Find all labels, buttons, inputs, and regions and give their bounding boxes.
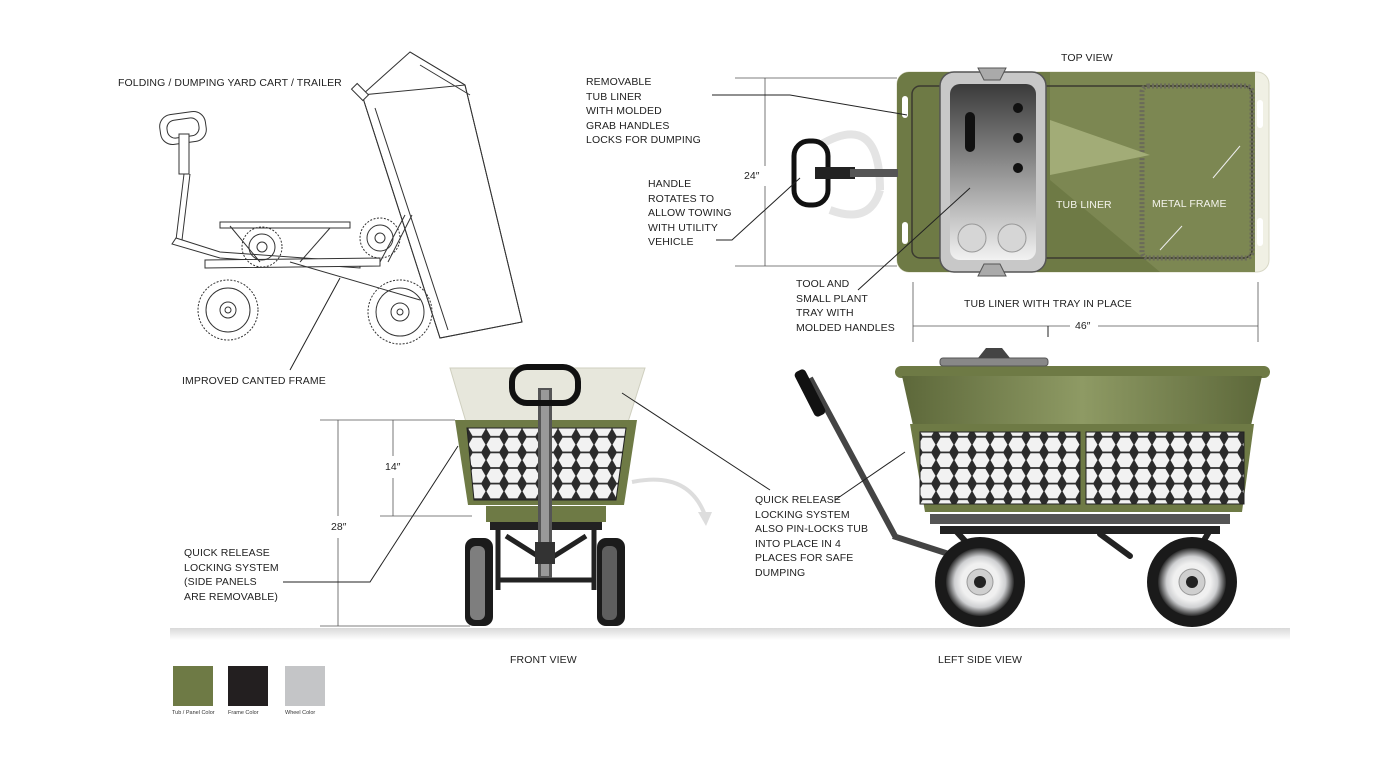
metal-frame-label: METAL FRAME bbox=[1152, 198, 1227, 210]
side-view bbox=[794, 326, 1270, 627]
top-view-title: TOP VIEW bbox=[1061, 52, 1113, 64]
frame-color-label: Frame Color bbox=[228, 710, 259, 716]
tub-color-swatch bbox=[173, 666, 213, 706]
front-view-title: FRONT VIEW bbox=[510, 654, 577, 666]
tub-color-label: Tub / Panel Color bbox=[172, 710, 215, 716]
wheel-color-label: Wheel Color bbox=[285, 710, 316, 716]
improved-frame-label: IMPROVED CANTED FRAME bbox=[182, 375, 326, 387]
top-view bbox=[712, 67, 1270, 342]
diagram-title: FOLDING / DUMPING YARD CART / TRAILER bbox=[118, 77, 342, 89]
liner-with-tray-label: TUB LINER WITH TRAY IN PLACE bbox=[964, 298, 1132, 310]
frame-color-swatch bbox=[228, 666, 268, 706]
quick-release-front-label: QUICK RELEASE LOCKING SYSTEM (SIDE PANEL… bbox=[184, 547, 279, 603]
ground-shadow bbox=[170, 628, 1290, 640]
improved-frame-leader bbox=[289, 277, 341, 371]
handle-rotates-label: HANDLE ROTATES TO ALLOW TOWING WITH UTIL… bbox=[648, 178, 732, 248]
length-dimension: 46″ bbox=[1075, 320, 1091, 332]
quick-release-side-label: QUICK RELEASE LOCKING SYSTEM ALSO PIN-LO… bbox=[755, 494, 869, 579]
tool-tray-label: TOOL AND SMALL PLANT TRAY WITH MOLDED HA… bbox=[796, 278, 895, 334]
total-height-dimension: 28″ bbox=[331, 521, 347, 533]
removable-liner-label: REMOVABLE TUB LINER WITH MOLDED GRAB HAN… bbox=[586, 76, 701, 146]
side-view-title: LEFT SIDE VIEW bbox=[938, 654, 1023, 666]
panel-height-dimension: 14″ bbox=[385, 461, 401, 473]
width-dimension: 24″ bbox=[744, 170, 760, 182]
front-view bbox=[283, 364, 771, 627]
wheel-color-swatch bbox=[285, 666, 325, 706]
tub-liner-label: TUB LINER bbox=[1056, 199, 1112, 211]
dumping-cart-sketch bbox=[159, 51, 523, 345]
